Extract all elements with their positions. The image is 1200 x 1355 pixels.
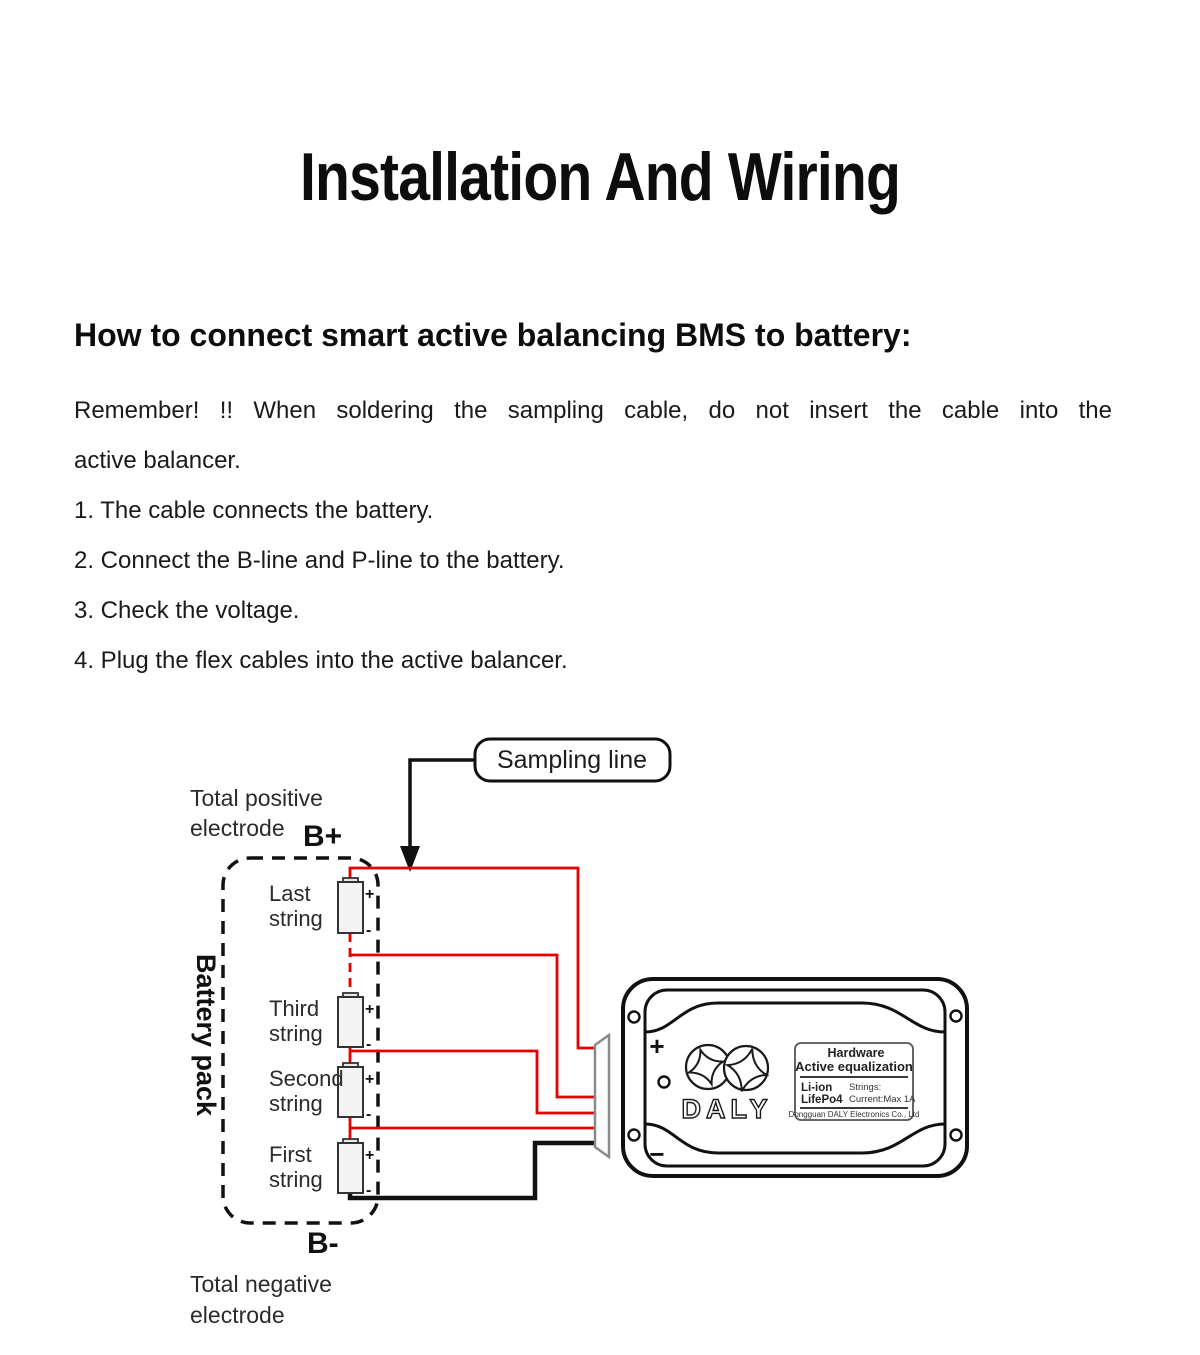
screw-hole-icon (627, 1010, 641, 1024)
cell-plus-mark: + (365, 886, 374, 903)
sampling-arrow-line (408, 758, 475, 846)
cell-plus-mark: + (365, 1001, 374, 1018)
battery-cell-second: + - Second string (269, 1062, 374, 1123)
cell-label-line2: string (269, 906, 323, 931)
cell-body (337, 996, 364, 1048)
screw-hole-icon (627, 1128, 641, 1142)
daly-logo-icon (684, 1043, 770, 1092)
device-minus-terminal-label: − (649, 1139, 664, 1169)
logo-star-left (685, 1046, 727, 1088)
step-item-1: 1. The cable connects the battery. (74, 497, 434, 524)
battery-cell-last: + - Last string (269, 877, 374, 939)
total-negative-label-line2: electrode (190, 1302, 285, 1328)
wire-red-last-positive (348, 866, 596, 1050)
screw-hole-icon (949, 1128, 963, 1142)
cell-body (337, 1142, 364, 1194)
cell-label-line2: string (269, 1021, 323, 1046)
cell-body (337, 881, 364, 934)
device-plus-terminal-label: + (649, 1031, 664, 1061)
cell-minus-mark: - (366, 1182, 371, 1199)
step-item-4: 4. Plug the flex cables into the active … (74, 647, 568, 674)
spec-strings: Strings: (849, 1082, 881, 1093)
flex-connector (593, 1032, 611, 1160)
cell-label-line1: Third (269, 996, 319, 1021)
wire-black-negative (347, 1140, 596, 1201)
cell-minus-mark: - (366, 1106, 371, 1123)
intro-line-1: Remember! !! When soldering the sampling… (74, 397, 1112, 424)
wire-red-tap-2 (350, 1049, 596, 1115)
screw-hole-icon (949, 1009, 963, 1023)
cell-body (337, 1066, 364, 1118)
sampling-line-label: Sampling line (497, 746, 647, 774)
wiring-diagram: Sampling line Total positive electrode B… (190, 737, 969, 1328)
spec-manufacturer: Dongguan DALY Electronics Co., Ltd (789, 1110, 920, 1119)
battery-cell-first: + - First string (269, 1138, 374, 1199)
spec-label-line1: Hardware (828, 1046, 885, 1060)
device-panel-bottom-curve (644, 1122, 946, 1155)
cell-plus-mark: + (365, 1071, 374, 1088)
cell-minus-mark: - (366, 1036, 371, 1053)
battery-cell-third: + - Third string (269, 992, 374, 1053)
cell-label-line2: string (269, 1167, 323, 1192)
b-plus-label: B+ (303, 820, 342, 853)
sampling-line-callout: Sampling line (400, 737, 672, 872)
page-title: Installation And Wiring (300, 139, 901, 215)
sampling-arrowhead-icon (400, 846, 420, 872)
cell-label-line1: Second (269, 1066, 344, 1091)
cell-label-line2: string (269, 1091, 323, 1116)
device-spec-label: Hardware Active equalization Li-ion Life… (789, 1042, 920, 1121)
logo-star-right (724, 1048, 770, 1092)
bms-device: + − DALY Hardware Active equalization Li… (621, 977, 969, 1178)
cell-minus-mark: - (366, 922, 371, 939)
total-negative-label-line1: Total negative (190, 1271, 332, 1297)
battery-pack-label: Battery pack (191, 954, 221, 1117)
daly-wordmark: DALY (681, 1094, 772, 1124)
device-panel-top-curve (644, 1001, 946, 1034)
total-positive-label-line2: electrode (190, 815, 285, 841)
cell-label-line1: Last (269, 881, 311, 906)
section-heading: How to connect smart active balancing BM… (74, 317, 912, 353)
spec-chemistry-1: Li-ion (801, 1082, 832, 1094)
wire-red-tap-3 (350, 953, 596, 1099)
total-positive-label-line1: Total positive (190, 785, 323, 811)
step-item-2: 2. Connect the B-line and P-line to the … (74, 547, 565, 574)
spec-label-box (794, 1042, 914, 1121)
spec-chemistry-2: LifePo4 (801, 1094, 843, 1106)
wires (347, 866, 596, 1201)
b-minus-label: B- (307, 1227, 339, 1260)
battery-pack-outline (221, 856, 380, 1225)
spec-label-line2: Active equalization (795, 1059, 913, 1074)
spec-current: Current:Max 1A (849, 1094, 916, 1105)
cell-label-line1: First (269, 1142, 312, 1167)
step-item-3: 3. Check the voltage. (74, 597, 300, 624)
indicator-dot-icon (657, 1075, 671, 1089)
cell-plus-mark: + (365, 1147, 374, 1164)
intro-line-2: active balancer. (74, 447, 241, 474)
steps-list: 1. The cable connects the battery. 2. Co… (74, 486, 568, 686)
